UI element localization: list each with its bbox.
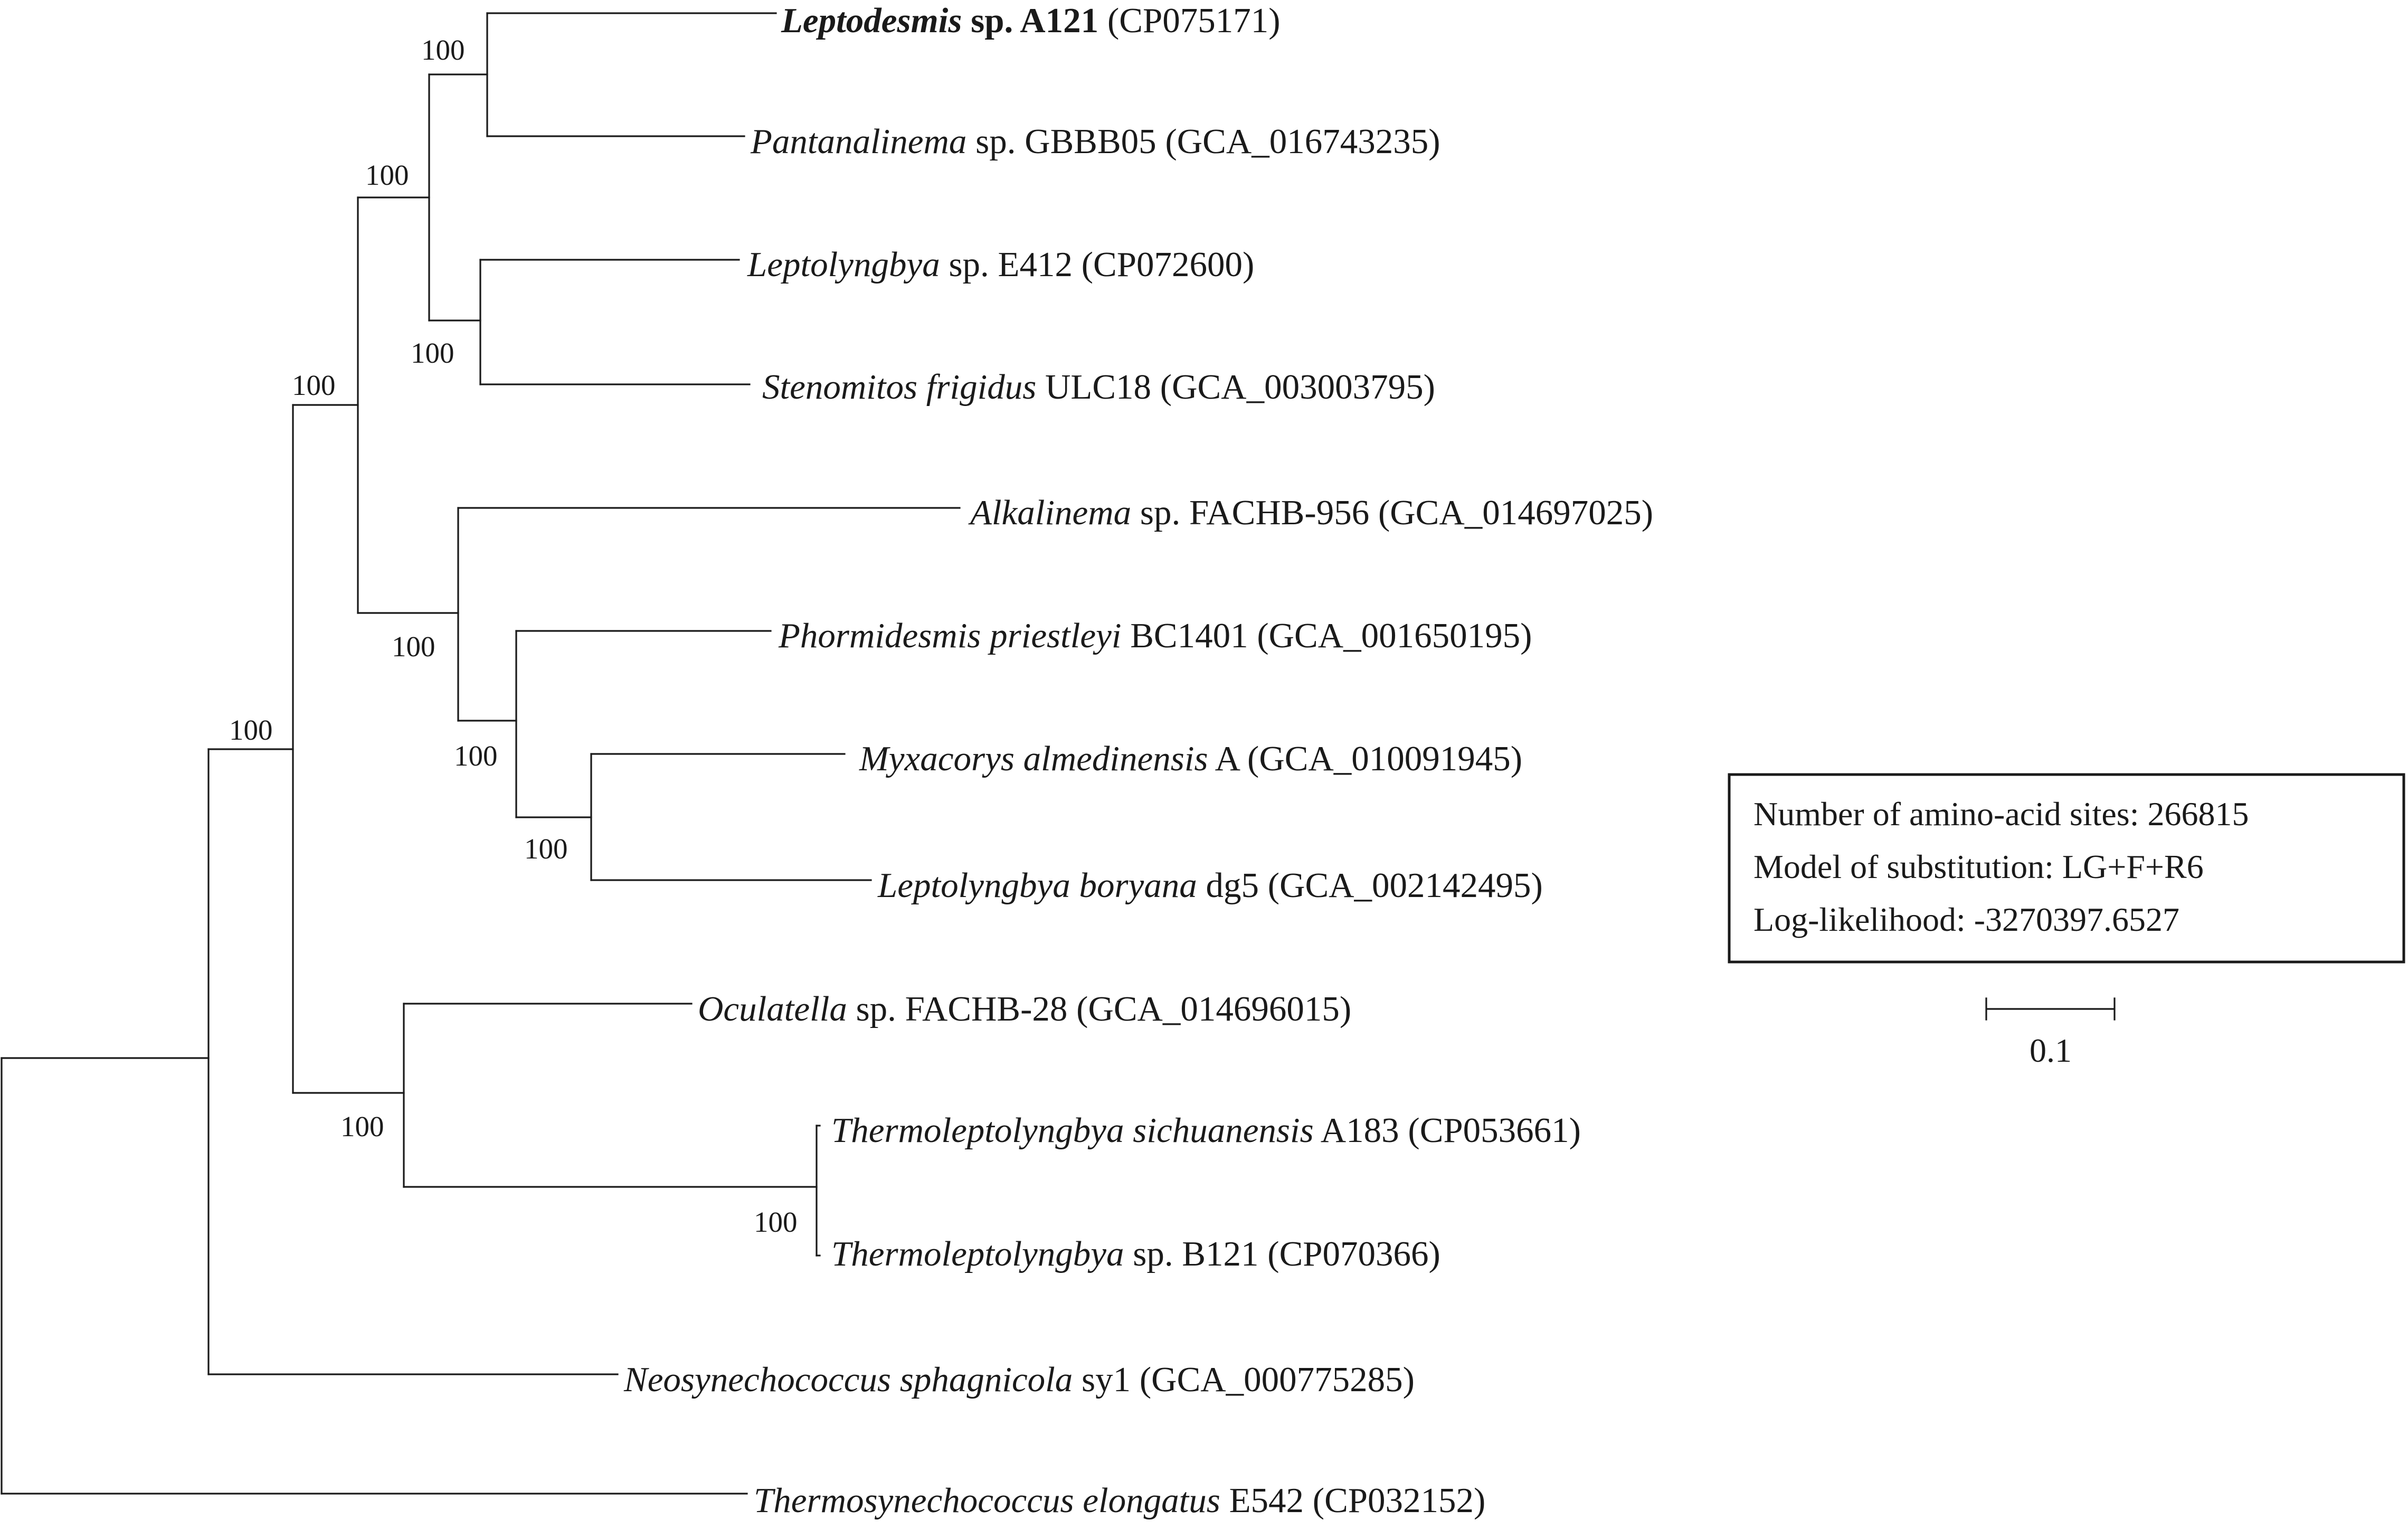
bootstrap-value: 100 <box>292 369 336 401</box>
leaf-accession: (CP032152) <box>1313 1481 1486 1520</box>
leaf-accession: (GCA_010091945) <box>1247 739 1522 778</box>
leaf-label: Phormidesmis priestleyi BC1401 (GCA_0016… <box>778 616 1532 655</box>
bootstrap-value: 100 <box>365 159 409 191</box>
leaf-accession: (CP072600) <box>1082 245 1255 284</box>
leaf-genus: Phormidesmis priestleyi <box>778 616 1121 655</box>
leaf-strain: sp. FACHB-956 <box>1140 493 1369 532</box>
bootstrap-value: 100 <box>454 740 498 772</box>
leaf-strain: sp. B121 <box>1133 1234 1258 1273</box>
leaf-accession: (GCA_014697025) <box>1378 493 1653 532</box>
leaf-accession: (GCA_003003795) <box>1160 367 1435 407</box>
leaf-genus: Myxacorys almedinensis <box>859 739 1208 778</box>
leaf-label: Leptodesmis sp. A121 (CP075171) <box>781 1 1281 40</box>
scale-bar-line <box>1985 997 2116 1021</box>
leaf-genus: Stenomitos frigidus <box>762 367 1036 407</box>
leaf-strain: dg5 <box>1206 866 1259 905</box>
leaf-accession: (GCA_016743235) <box>1165 122 1440 161</box>
leaf-label: Leptolyngbya boryana dg5 (GCA_002142495) <box>877 866 1543 905</box>
leaf-accession: (GCA_002142495) <box>1268 866 1543 905</box>
leaf-genus: Oculatella <box>698 989 847 1028</box>
leaf-genus: Thermoleptolyngbya <box>831 1234 1124 1273</box>
bootstrap-value: 100 <box>524 833 568 865</box>
bootstrap-value: 100 <box>340 1110 384 1143</box>
leaf-label: Thermoleptolyngbya sp. B121 (CP070366) <box>831 1234 1440 1273</box>
scale-bar-label: 0.1 <box>2030 1032 2072 1069</box>
leaf-genus: Alkalinema <box>968 493 1131 532</box>
leaf-genus: Leptolyngbya boryana <box>877 866 1197 905</box>
leaf-strain: A183 <box>1321 1111 1399 1150</box>
leaf-genus: Neosynechococcus sphagnicola <box>623 1360 1073 1399</box>
leaf-accession: (CP053661) <box>1408 1111 1581 1150</box>
leaf-accession: (GCA_014696015) <box>1076 989 1351 1028</box>
leaf-label: Stenomitos frigidus ULC18 (GCA_003003795… <box>762 367 1435 407</box>
leaf-accession: (CP070366) <box>1267 1234 1440 1273</box>
leaf-strain: BC1401 <box>1130 616 1248 655</box>
bootstrap-value: 100 <box>421 34 465 66</box>
leaf-label: Oculatella sp. FACHB-28 (GCA_014696015) <box>698 989 1351 1028</box>
leaf-strain: A <box>1215 739 1240 778</box>
leaf-strain: sp. E412 <box>949 245 1073 284</box>
info-line-model: Model of substitution: LG+F+R6 <box>1753 848 2204 885</box>
leaf-accession: (GCA_000775285) <box>1140 1360 1415 1399</box>
bootstrap-value: 100 <box>754 1206 798 1238</box>
leaf-strain: sp. A121 <box>971 1 1098 40</box>
leaf-strain: E542 <box>1229 1481 1304 1520</box>
leaf-genus: Thermoleptolyngbya sichuanensis <box>831 1111 1314 1150</box>
info-line-sites: Number of amino-acid sites: 266815 <box>1753 795 2249 833</box>
leaf-genus: Thermosynechococcus elongatus <box>754 1481 1220 1520</box>
leaf-genus: Leptolyngbya <box>747 245 940 284</box>
info-box-frame <box>1728 773 2405 964</box>
leaf-genus: Pantanalinema <box>750 122 966 161</box>
leaf-accession: (CP075171) <box>1107 1 1281 40</box>
scale-bar: 0.1 <box>1985 997 2116 1069</box>
leaf-strain: sy1 <box>1082 1360 1131 1399</box>
leaf-genus: Leptodesmis <box>781 1 962 40</box>
leaf-strain: sp. GBBB05 <box>975 122 1156 161</box>
info-line-likelihood: Log-likelihood: -3270397.6527 <box>1753 901 2179 938</box>
leaf-labels: Leptodesmis sp. A121 (CP075171) Pantanal… <box>623 1 1653 1520</box>
leaf-label: Myxacorys almedinensis A (GCA_010091945) <box>859 739 1522 778</box>
bootstrap-value: 100 <box>411 337 454 369</box>
leaf-label: Thermoleptolyngbya sichuanensis A183 (CP… <box>831 1111 1581 1150</box>
bootstrap-value: 100 <box>392 630 435 663</box>
leaf-strain: sp. FACHB-28 <box>856 989 1068 1028</box>
leaf-strain: ULC18 <box>1045 367 1151 407</box>
bootstrap-value: 100 <box>229 714 273 746</box>
leaf-label: Leptolyngbya sp. E412 (CP072600) <box>747 245 1254 284</box>
leaf-label: Thermosynechococcus elongatus E542 (CP03… <box>754 1481 1485 1520</box>
tree-branches <box>1 12 961 1495</box>
leaf-label: Pantanalinema sp. GBBB05 (GCA_016743235) <box>750 122 1440 161</box>
leaf-label: Neosynechococcus sphagnicola sy1 (GCA_00… <box>623 1360 1415 1399</box>
info-box: Number of amino-acid sites: 266815 Model… <box>1728 773 2405 964</box>
leaf-label: Alkalinema sp. FACHB-956 (GCA_014697025) <box>968 493 1653 532</box>
leaf-accession: (GCA_001650195) <box>1257 616 1532 655</box>
bootstrap-labels: 100 100 100 100 100 100 100 100 100 100 <box>229 34 798 1238</box>
